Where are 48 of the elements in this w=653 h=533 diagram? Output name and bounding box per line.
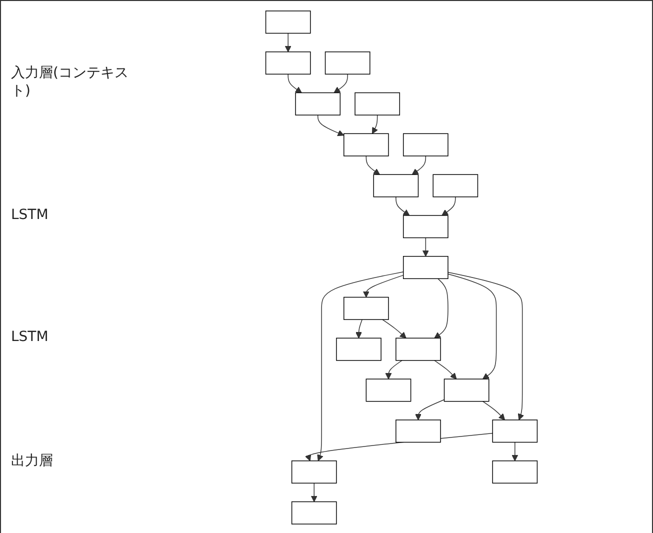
arrow	[448, 271, 524, 420]
arrow	[396, 196, 410, 216]
node-box	[432, 174, 478, 197]
arrow	[442, 196, 456, 216]
node-box	[265, 50, 311, 74]
node-box	[492, 460, 538, 484]
arrow	[385, 360, 402, 379]
arrow	[362, 274, 404, 298]
row-label: 入力層(コンテキスト)	[11, 64, 130, 100]
arrow	[434, 360, 457, 379]
arrow	[422, 236, 429, 256]
arrow	[334, 73, 348, 93]
arrow	[317, 271, 404, 461]
node-box	[373, 174, 419, 197]
node-box	[366, 378, 412, 402]
node-box	[402, 132, 448, 156]
arrow	[414, 398, 445, 420]
node-box	[265, 10, 311, 34]
row-label: LSTM	[11, 329, 50, 346]
arrow	[310, 482, 318, 502]
node-box	[344, 296, 389, 320]
arrow	[372, 114, 378, 134]
node-box	[354, 92, 400, 115]
node-box	[396, 419, 441, 442]
arrow	[448, 273, 497, 379]
node-box	[444, 378, 490, 402]
arrow	[412, 155, 426, 174]
node-box	[402, 214, 448, 238]
node-box	[402, 255, 448, 279]
node-box	[291, 500, 337, 524]
arrow	[382, 318, 406, 338]
node-box	[336, 337, 382, 360]
arrow	[512, 441, 518, 461]
node-box	[324, 50, 370, 74]
node-box	[344, 132, 389, 156]
arrow	[288, 73, 302, 93]
row-label: 出力層	[11, 452, 54, 470]
arrow	[434, 278, 448, 338]
arrow	[366, 155, 380, 174]
node-box	[492, 419, 538, 442]
arrow	[317, 114, 344, 136]
node-box	[396, 337, 441, 360]
node-box	[295, 92, 341, 115]
arrow	[284, 32, 292, 52]
node-box	[291, 460, 337, 484]
arrow	[482, 400, 506, 420]
row-label: LSTM	[11, 206, 50, 223]
arrow	[355, 318, 362, 338]
